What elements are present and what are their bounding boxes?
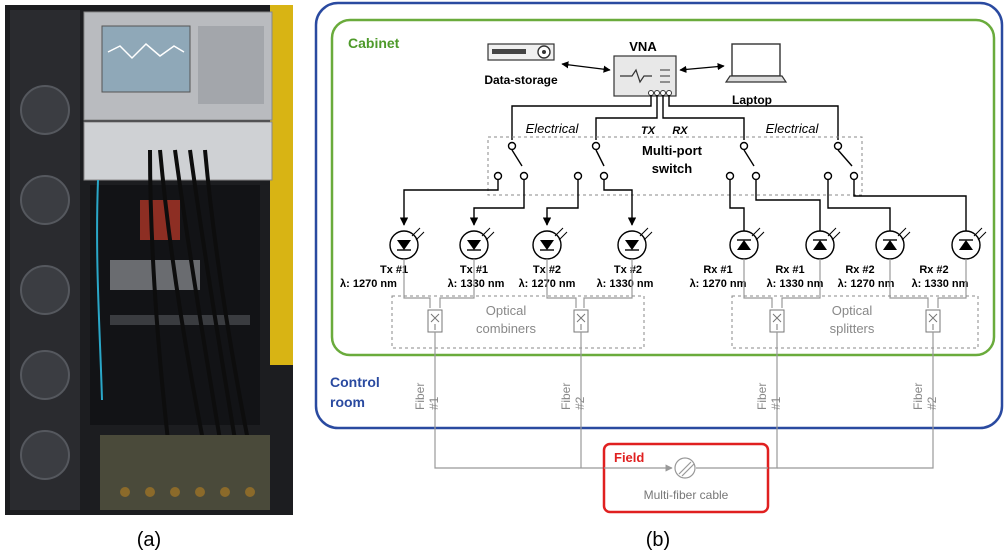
- rx-wl-0: λ: 1270 nm: [690, 278, 747, 290]
- electrical-wiring: [511, 95, 839, 140]
- vna-label: VNA: [629, 39, 657, 54]
- optical-fibers: [403, 259, 967, 308]
- caption-b: (b): [646, 529, 670, 551]
- fiber-label-2: Fiber: [559, 383, 573, 410]
- tx-label-0: Tx #1: [380, 264, 408, 276]
- storage-link: [561, 61, 611, 73]
- fiber-num-1: #1: [427, 396, 441, 410]
- rx-label-3: Rx #2: [919, 264, 948, 276]
- tx-wl-0: λ: 1270 nm: [340, 278, 397, 290]
- rx1-1330-icon: [805, 227, 841, 260]
- tx-label: TX: [641, 125, 656, 137]
- fiber-labels: Fiber #1 Fiber #2 Fiber #1 Fiber #2: [413, 383, 939, 410]
- laptop-label: Laptop: [732, 93, 772, 107]
- combiners-label-1: Optical: [486, 303, 527, 318]
- field-label: Field: [614, 450, 644, 465]
- switch-box: [487, 136, 863, 196]
- optical-devices: [389, 227, 987, 260]
- fiber-label-3: Fiber: [755, 383, 769, 410]
- tx1-1270-icon: [389, 227, 425, 260]
- fan-column: [20, 85, 70, 480]
- fiber-num-2: #2: [573, 396, 587, 410]
- cabinet-photo: [5, 5, 293, 515]
- tx-label-3: Tx #2: [614, 264, 642, 276]
- caption-a: (a): [137, 529, 161, 551]
- tx1-1330-icon: [459, 227, 495, 260]
- laptop-icon: [724, 43, 788, 83]
- rx2-1330-icon: [951, 227, 987, 260]
- control-room-label-2: room: [330, 394, 365, 410]
- laptop-link: [679, 63, 725, 73]
- combiners-label-2: combiners: [476, 321, 536, 336]
- vna-icon: [613, 55, 677, 97]
- combiners-box: [391, 295, 645, 349]
- fiber-num-4: #2: [925, 396, 939, 410]
- cable-label: Multi-fiber cable: [644, 488, 729, 502]
- splitters-box: [731, 295, 979, 349]
- transceiver-labels: Tx #1 λ: 1270 nm Tx #1 λ: 1330 nm Tx #2 …: [340, 264, 969, 290]
- rx-wl-3: λ: 1330 nm: [912, 278, 969, 290]
- switch-to-device-wiring: [399, 180, 967, 232]
- tx2-1270-icon: [532, 227, 568, 260]
- fiber-num-3: #1: [769, 396, 783, 410]
- electrical-right-label: Electrical: [766, 121, 820, 136]
- fiber-label-1: Fiber: [413, 383, 427, 410]
- splitters-label-2: splitters: [830, 321, 875, 336]
- cabinet-label: Cabinet: [348, 35, 400, 51]
- cabinet-box: [330, 18, 996, 357]
- switch-label-1: Multi-port: [642, 143, 703, 158]
- yellow-wall: [270, 5, 293, 365]
- control-room-box: [314, 1, 1004, 430]
- rx-label: RX: [672, 125, 688, 137]
- splitters-label-1: Optical: [832, 303, 873, 318]
- switch-contacts: [493, 141, 859, 181]
- fiber-label-4: Fiber: [911, 383, 925, 410]
- rx-label-2: Rx #2: [845, 264, 874, 276]
- photo-vna-screen: [101, 25, 191, 93]
- rx-wl-2: λ: 1270 nm: [838, 278, 895, 290]
- switch-label-2: switch: [652, 161, 693, 176]
- rx1-1270-icon: [729, 227, 765, 260]
- rx2-1270-icon: [875, 227, 911, 260]
- rx-label-1: Rx #1: [775, 264, 804, 276]
- electrical-left-label: Electrical: [526, 121, 580, 136]
- cable-icon: [674, 457, 696, 479]
- rx-wl-1: λ: 1330 nm: [767, 278, 824, 290]
- photo-vna-keypad: [198, 26, 264, 104]
- rx-label-0: Rx #1: [703, 264, 732, 276]
- control-room-label-1: Control: [330, 374, 380, 390]
- tx2-1330-icon: [617, 227, 653, 260]
- tx-wl-3: λ: 1330 nm: [597, 278, 654, 290]
- photo-bottom-board: [100, 435, 270, 510]
- data-storage-icon: [487, 43, 555, 61]
- data-storage-label: Data-storage: [484, 73, 558, 87]
- tx-wl-1: λ: 1330 nm: [448, 278, 505, 290]
